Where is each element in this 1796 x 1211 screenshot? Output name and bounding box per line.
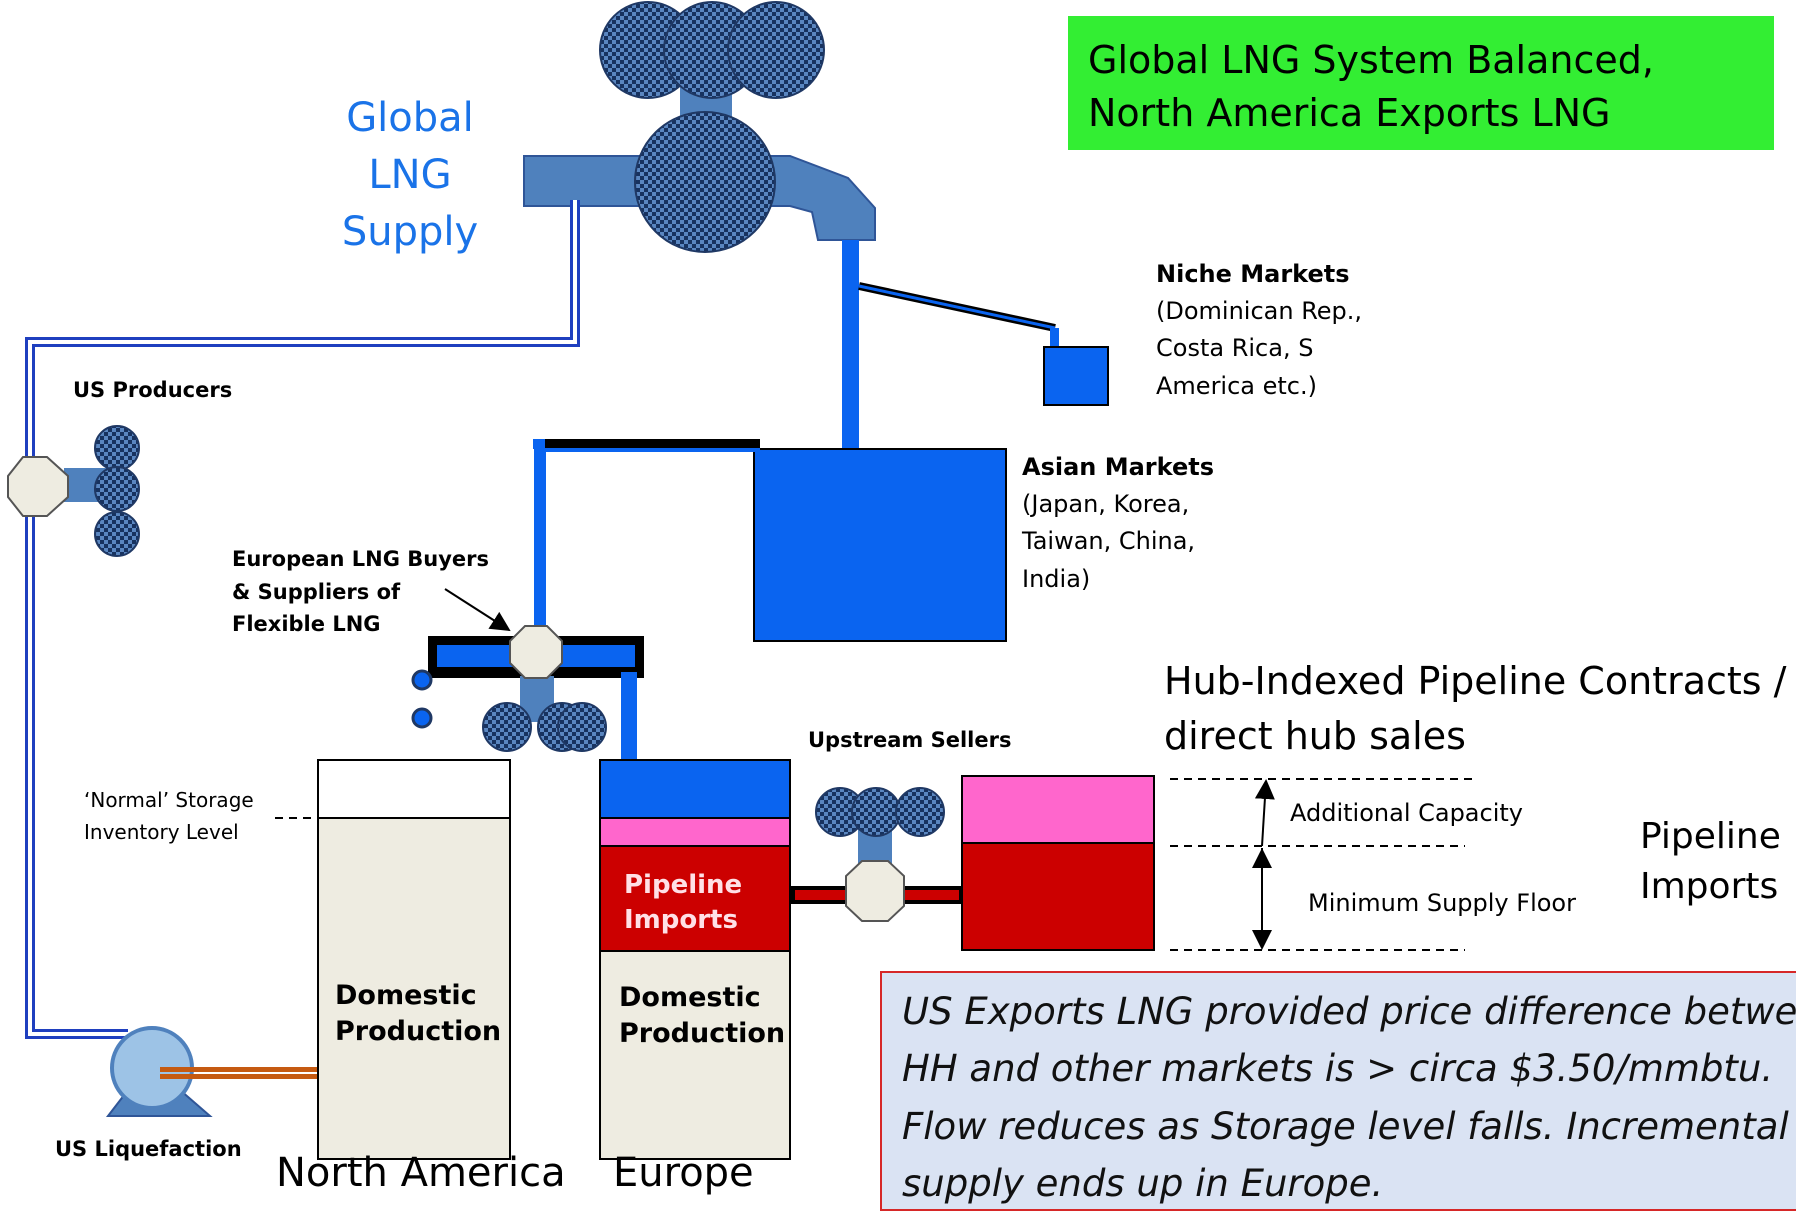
europe-lng-layer xyxy=(599,759,791,821)
north-america-label: North America xyxy=(276,1150,566,1196)
additional-capacity-label: Additional Capacity xyxy=(1290,799,1523,827)
europe-lng-flow xyxy=(621,672,637,760)
note-line-3: Flow reduces as Storage level falls. Inc… xyxy=(902,1104,1789,1148)
europe-additional-layer xyxy=(599,817,791,849)
asia-flow xyxy=(842,240,859,450)
note-line-2: HH and other markets is > circa $3.50/mm… xyxy=(902,1047,1774,1091)
title-line-1: Global LNG System Balanced, xyxy=(1088,38,1654,82)
title-box: Global LNG System Balanced, North Americ… xyxy=(1068,16,1774,150)
us-producers-valve xyxy=(7,425,140,557)
tap-valve-handle-right xyxy=(727,1,825,99)
minimum-supply-floor-label: Minimum Supply Floor xyxy=(1308,889,1576,917)
lng-drop xyxy=(411,707,433,729)
europe-pipeline-layer xyxy=(599,845,791,952)
normal-storage-label: ‘Normal’ Storage Inventory Level xyxy=(84,788,254,844)
additional-capacity-arrow xyxy=(1254,779,1275,847)
us-liquefaction-pump xyxy=(105,1026,320,1117)
niche-markets-tank xyxy=(1043,346,1109,406)
north-america-storage-empty xyxy=(317,759,511,821)
upstream-sellers-valve xyxy=(815,787,945,922)
lng-drop xyxy=(411,669,433,691)
us-liquefaction-label: US Liquefaction xyxy=(55,1137,242,1161)
niche-markets-label: Niche Markets (Dominican Rep., Costa Ric… xyxy=(1156,260,1363,400)
europe-label: Europe xyxy=(613,1150,754,1196)
upstream-sellers-label: Upstream Sellers xyxy=(808,728,1012,752)
us-export-pipe xyxy=(25,200,580,1039)
upstream-additional-capacity xyxy=(961,775,1155,845)
european-buyers-pointer xyxy=(444,588,511,632)
european-flexible-lng-manifold xyxy=(428,625,644,752)
north-america-domestic-label: Domestic Production xyxy=(335,980,502,1048)
hub-contracts-label: Hub-Indexed Pipeline Contracts / direct … xyxy=(1164,659,1787,759)
us-exports-note: US Exports LNG provided price difference… xyxy=(880,971,1796,1211)
asian-markets-tank xyxy=(753,448,1007,642)
upstream-minimum-supply xyxy=(961,842,1155,951)
title-line-2: North America Exports LNG xyxy=(1088,91,1611,136)
note-line-4: supply ends up in Europe. xyxy=(902,1162,1384,1206)
note-line-1: US Exports LNG provided price difference… xyxy=(902,990,1796,1033)
asia-overflow-pipe xyxy=(534,439,760,448)
europe-domestic-label: Domestic Production xyxy=(619,982,786,1050)
global-lng-supply-label: Global LNG Supply xyxy=(341,95,479,255)
pipeline-imports-side-label: Pipeline Imports xyxy=(1640,816,1781,908)
overflow-drop xyxy=(534,448,546,628)
north-america-domestic-tank xyxy=(317,817,511,1160)
europe-domestic-layer xyxy=(599,950,791,1160)
european-buyers-label: European LNG Buyers & Suppliers of Flexi… xyxy=(232,547,490,637)
asian-markets-label: Asian Markets (Japan, Korea, Taiwan, Chi… xyxy=(1022,453,1214,593)
us-producers-label: US Producers xyxy=(73,378,233,402)
tap-main-valve xyxy=(634,111,776,253)
europe-pipeline-label: Pipeline Imports xyxy=(624,870,743,936)
